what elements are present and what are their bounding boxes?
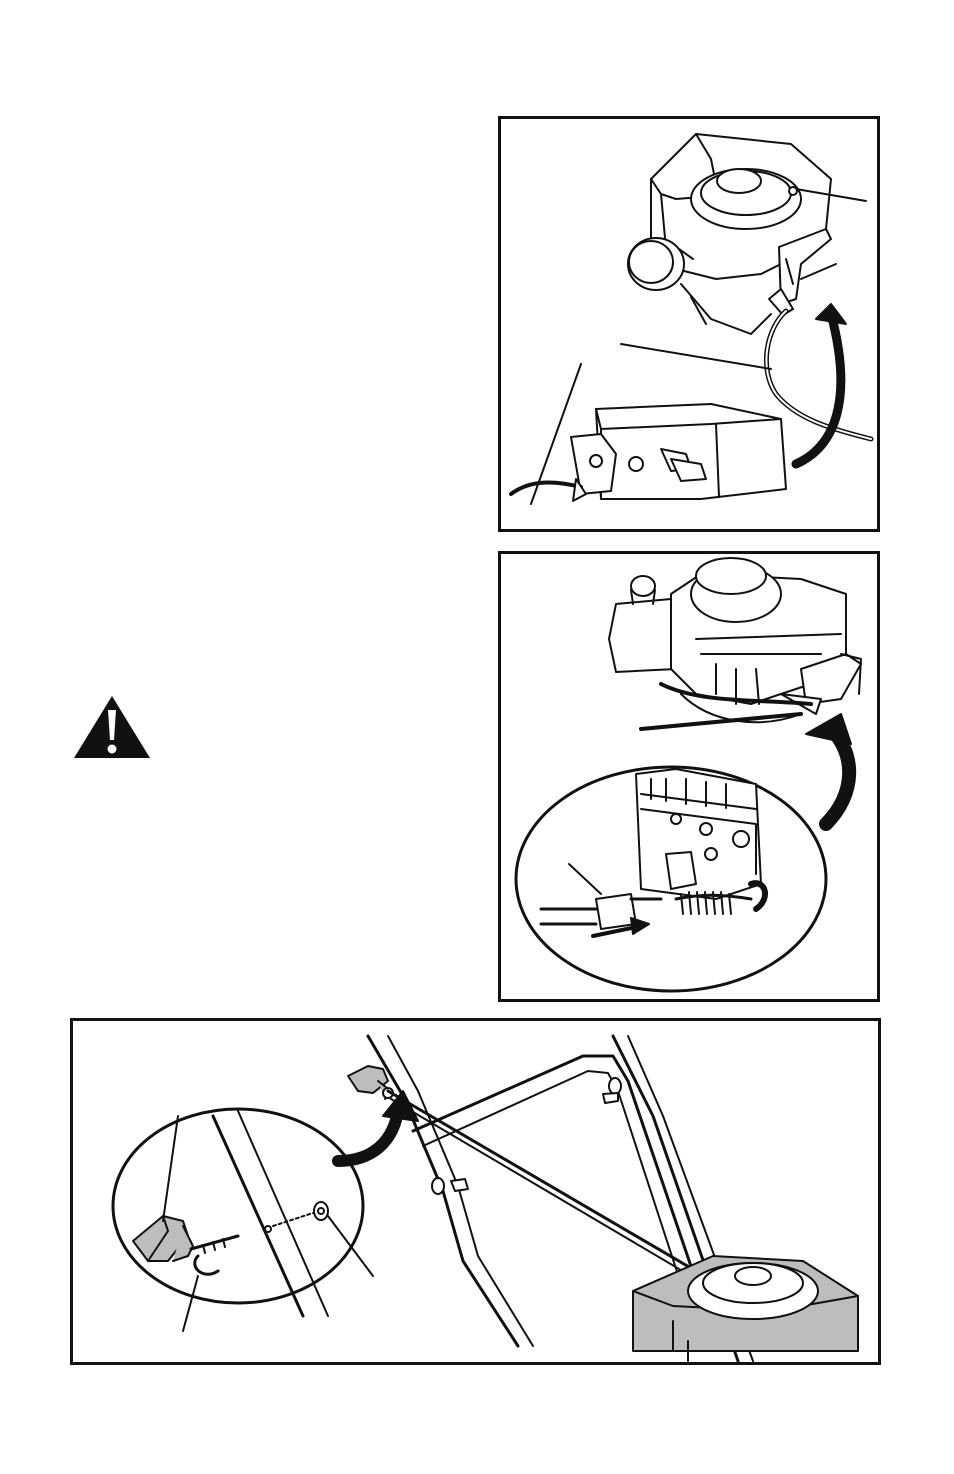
figure-handle-knob-assembly bbox=[70, 1018, 881, 1365]
mower-handle-knob-illustration bbox=[73, 1021, 878, 1362]
warning-triangle-icon bbox=[72, 694, 152, 760]
engine-cable-detail-illustration bbox=[501, 554, 877, 999]
figure-throttle-cable-install bbox=[498, 116, 880, 532]
engine-throttle-cable-illustration bbox=[501, 119, 877, 529]
figure-cable-release bbox=[498, 551, 880, 1002]
